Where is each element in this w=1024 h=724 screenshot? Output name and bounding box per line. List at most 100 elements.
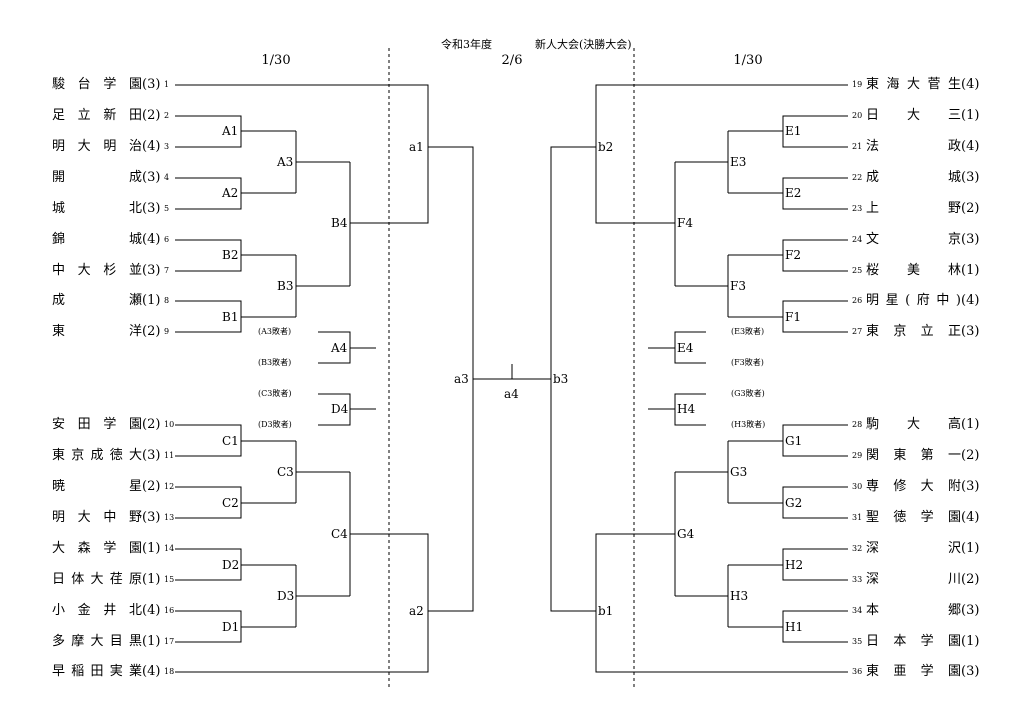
team-seed: (3)	[142, 77, 161, 92]
team-name: 深川	[866, 572, 961, 587]
line-G3	[675, 441, 729, 503]
team-name: 成城	[866, 170, 961, 185]
match-H4: H4	[677, 402, 696, 416]
team-row: 駿台学園(3)1	[52, 77, 169, 93]
team-name: 東海大菅生	[866, 77, 961, 92]
line-A4	[318, 331, 376, 364]
team-seed: (3)	[142, 263, 161, 278]
bracket-line-group	[175, 48, 848, 690]
match-F3: F3	[730, 279, 746, 293]
team-name: 東洋	[52, 324, 142, 339]
team-number: 13	[164, 513, 175, 522]
line-D4	[318, 393, 376, 426]
loser-C3: (C3敗者)	[258, 389, 292, 398]
team-name: 専修大附	[866, 479, 961, 494]
match-D2: D2	[222, 558, 240, 572]
match-G3: G3	[730, 465, 748, 479]
line-E1	[728, 115, 848, 148]
team-name: 日本学園	[866, 634, 961, 649]
team-number: 28	[852, 420, 863, 429]
match-B1: B1	[222, 310, 239, 324]
line-team-19	[595, 84, 848, 224]
date-right: 1/30	[733, 53, 763, 68]
match-C3: C3	[277, 465, 294, 479]
date-center: 2/6	[501, 53, 523, 68]
line-a1	[428, 146, 474, 379]
team-name: 暁星	[52, 479, 142, 494]
team-number: 14	[164, 544, 175, 553]
team-name: 日体大荏原	[52, 572, 142, 587]
team-number: 34	[852, 606, 863, 615]
team-seed: (4)	[142, 603, 161, 618]
team-row: 足立新田(2)2	[52, 108, 169, 124]
line-F3	[675, 255, 729, 317]
match-A2: A2	[222, 186, 239, 200]
match-a3: a3	[454, 372, 469, 386]
match-E2: E2	[785, 186, 802, 200]
team-number: 19	[852, 80, 863, 89]
line-E2	[728, 177, 848, 210]
team-row: 城北(3)5	[52, 201, 169, 217]
team-seed: (3)	[961, 603, 980, 618]
team-row: 中大杉並(3)7	[52, 263, 169, 279]
loser-G3: (G3敗者)	[731, 389, 765, 398]
team-number: 5	[164, 204, 170, 213]
team-number: 25	[852, 266, 863, 275]
team-row: 日体大荏原(1)15	[52, 572, 174, 588]
line-C4	[175, 472, 429, 673]
team-number: 35	[852, 637, 863, 646]
team-seed: (2)	[961, 572, 980, 587]
team-seed: (3)	[961, 170, 980, 185]
line-team-1	[175, 84, 429, 224]
match-C4: C4	[331, 527, 348, 541]
team-seed: (1)	[961, 417, 980, 432]
line-C3	[295, 441, 350, 503]
team-name: 明星(府中)	[866, 293, 961, 308]
match-a2: a2	[409, 604, 424, 618]
match-C1: C1	[222, 434, 239, 448]
team-name: 東京成徳大	[52, 448, 142, 463]
match-G2: G2	[785, 496, 803, 510]
line-B4	[349, 162, 389, 286]
team-row: 小金井北(4)16	[52, 603, 174, 619]
loser-H3: (H3敗者)	[731, 420, 766, 429]
line-H4	[648, 393, 706, 426]
team-number: 11	[164, 451, 175, 460]
team-name: 成瀬	[52, 293, 142, 308]
team-name: 東京立正	[866, 324, 961, 339]
team-seed: (2)	[142, 417, 161, 432]
loser-D3: (D3敗者)	[258, 420, 292, 429]
team-seed: (3)	[142, 170, 161, 185]
team-name: 東亜学園	[866, 664, 961, 679]
team-seed: (2)	[142, 479, 161, 494]
team-number: 27	[852, 327, 863, 336]
match-H1: H1	[785, 620, 804, 634]
team-name: 多摩大目黒	[52, 634, 142, 649]
team-number: 8	[164, 296, 170, 305]
team-number: 3	[164, 142, 170, 151]
line-b1	[550, 379, 596, 612]
line-a2	[428, 379, 474, 612]
match-b2: b2	[598, 140, 614, 154]
team-name: 足立新田	[52, 108, 142, 123]
match-b3: b3	[553, 372, 569, 386]
team-number: 12	[164, 482, 175, 491]
match-F4: F4	[677, 216, 693, 230]
line-H2	[728, 548, 848, 581]
team-row: 東京成徳大(3)11	[52, 448, 174, 464]
team-row: 明大中野(3)13	[52, 510, 174, 526]
line-H1	[728, 610, 848, 643]
team-seed: (3)	[961, 324, 980, 339]
line-B1	[175, 300, 296, 333]
team-seed: (2)	[961, 201, 980, 216]
team-row: 安田学園(2)10	[52, 417, 174, 433]
date-left: 1/30	[261, 53, 291, 68]
team-seed: (2)	[961, 448, 980, 463]
